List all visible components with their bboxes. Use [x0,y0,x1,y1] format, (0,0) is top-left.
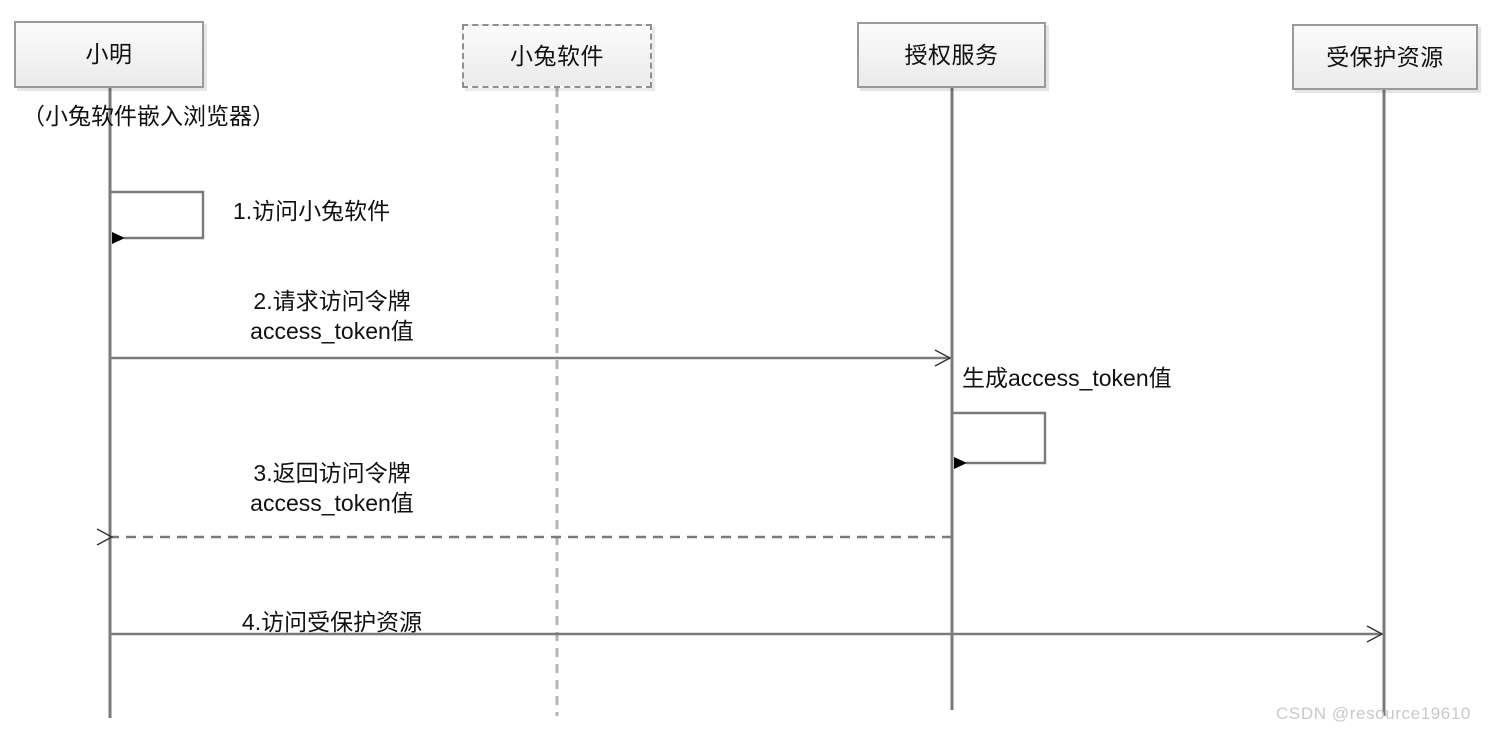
participant-box-xiaoming[interactable]: 小明 [14,21,204,88]
message-label-3-line-1: 3.返回访问令牌 [253,460,411,486]
message-label-1: 1.访问小兔软件 [233,196,390,226]
participant-box-protected-resource[interactable]: 受保护资源 [1292,24,1478,90]
message-label-2-line-2: access_token值 [250,318,414,345]
participant-box-auth-service[interactable]: 授权服务 [857,22,1046,88]
csdn-watermark: CSDN @resource19610 [1276,704,1471,723]
message-label-2: 2.请求访问令牌 access_token值 [132,286,532,347]
participant-label-xiaotu-software: 小兔软件 [510,42,604,69]
message-label-2-line-1: 2.请求访问令牌 [253,288,411,314]
annotation-browser-embed-note: （小兔软件嵌入浏览器） [22,103,275,129]
participant-label-protected-resource: 受保护资源 [1326,43,1444,70]
annotation-generate-token-note: 生成access_token值 [962,365,1172,391]
message-1-self-loop [110,190,205,244]
participant-box-xiaotu-software[interactable]: 小兔软件 [462,24,652,88]
participant-label-auth-service: 授权服务 [904,41,999,68]
message-label-3: 3.返回访问令牌 access_token值 [132,458,532,519]
message-label-1-line-1: 1.访问小兔软件 [233,198,391,224]
message-label-4: 4.访问受保护资源 [132,607,532,637]
message-label-4-line-1: 4.访问受保护资源 [241,609,423,635]
message-label-3-line-2: access_token值 [250,490,414,517]
auth-service-self-loop [952,411,1047,469]
participant-label-xiaoming: 小明 [85,41,133,67]
